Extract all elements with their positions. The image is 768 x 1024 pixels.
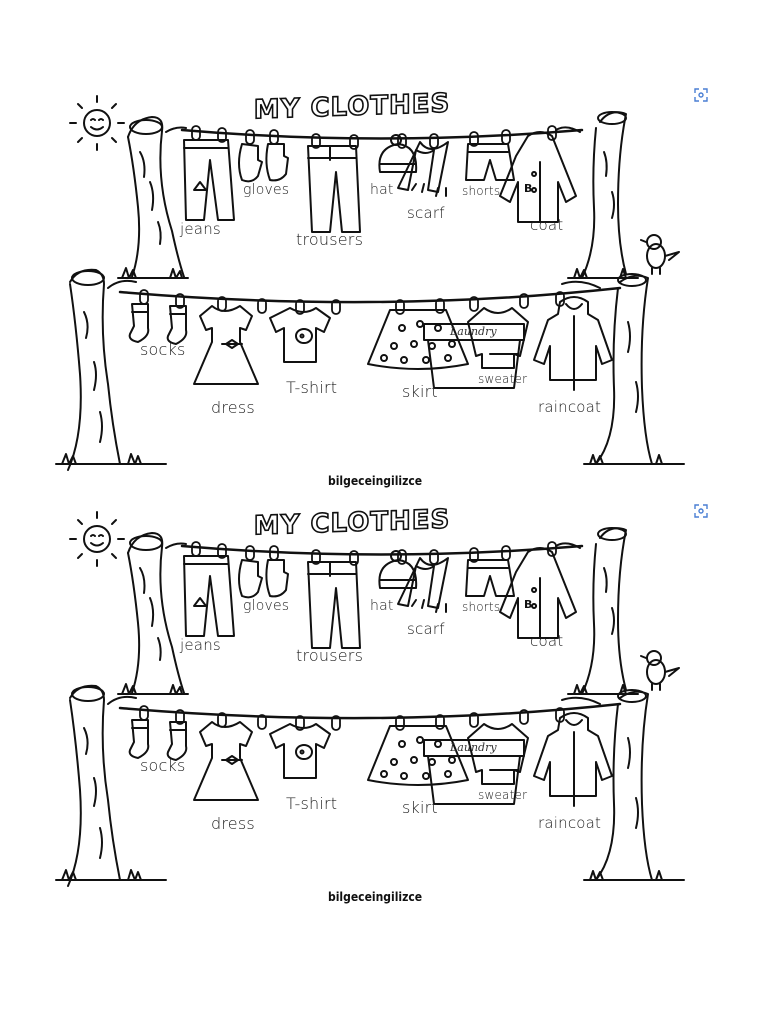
worksheet-1: B (0, 0, 768, 488)
raincoat-drawing (533, 296, 613, 391)
tree-upper-right (555, 111, 639, 279)
dress-drawing (193, 305, 259, 385)
credit-text: bilgeceingilizce (328, 474, 423, 488)
socks-drawing (128, 303, 188, 345)
laundry-basket (423, 323, 525, 389)
scarf-drawing (397, 557, 449, 613)
gloves-drawing (238, 143, 289, 183)
jeans-drawing (183, 139, 235, 221)
scarf-drawing (397, 141, 449, 197)
tshirt-drawing (269, 307, 331, 363)
label-scarf: scarf (407, 620, 445, 638)
label-socks: socks (140, 756, 186, 775)
label-skirt: skirt (402, 382, 438, 401)
sweater-drawing (467, 307, 529, 369)
bird-icon (640, 650, 680, 691)
label-sweater: sweater (478, 788, 528, 802)
bird-icon (640, 234, 680, 275)
credit-text: bilgeceingilizce (328, 890, 423, 904)
label-raincoat: raincoat (538, 814, 602, 832)
tree-upper-right (555, 527, 639, 695)
coat-drawing: B (499, 547, 577, 639)
trousers-drawing (307, 145, 361, 233)
raincoat-drawing (533, 712, 613, 807)
svg-text:B: B (524, 182, 532, 195)
label-coat: coat (530, 216, 564, 234)
tree-lower-right (561, 689, 685, 881)
shorts-drawing (465, 143, 515, 181)
trousers-drawing (307, 561, 361, 649)
sun-icon (69, 511, 125, 567)
coat-drawing: B (499, 131, 577, 223)
label-jeans: jeans (180, 220, 221, 238)
label-raincoat: raincoat (538, 398, 602, 416)
label-gloves: gloves (243, 182, 290, 198)
label-dress: dress (211, 398, 255, 417)
label-hat: hat (370, 598, 394, 614)
tree-lower-right (561, 273, 685, 465)
tree-lower-left (55, 684, 167, 887)
tshirt-drawing (269, 723, 331, 779)
label-gloves: gloves (243, 598, 290, 614)
worksheet-illustration: B (55, 511, 685, 887)
sweater-drawing (467, 723, 529, 785)
sun-icon (69, 95, 125, 151)
label-jeans: jeans (180, 636, 221, 654)
label-coat: coat (530, 632, 564, 650)
expand-icon[interactable] (694, 88, 708, 102)
label-trousers: trousers (296, 230, 364, 249)
tree-upper-left (117, 116, 189, 279)
label-tshirt: T-shirt (286, 794, 338, 813)
label-scarf: scarf (407, 204, 445, 222)
label-shorts: shorts (462, 184, 501, 198)
label-hat: hat (370, 182, 394, 198)
clothespins-upper (191, 541, 557, 566)
worksheet-2: B (0, 416, 768, 904)
label-trousers: trousers (296, 646, 364, 665)
expand-icon[interactable] (694, 504, 708, 518)
label-dress: dress (211, 814, 255, 833)
laundry-basket (423, 739, 525, 805)
gloves-drawing (238, 559, 289, 599)
worksheet-illustration: B (55, 95, 685, 471)
label-laundry: Laundry (450, 741, 497, 754)
jeans-drawing (183, 555, 235, 637)
tree-upper-left (117, 532, 189, 695)
shorts-drawing (465, 559, 515, 597)
label-shorts: shorts (462, 600, 501, 614)
svg-text:B: B (524, 598, 532, 611)
label-laundry: Laundry (450, 325, 497, 338)
socks-drawing (128, 719, 188, 761)
label-socks: socks (140, 340, 186, 359)
label-sweater: sweater (478, 372, 528, 386)
label-tshirt: T-shirt (286, 378, 338, 397)
dress-drawing (193, 721, 259, 801)
label-skirt: skirt (402, 798, 438, 817)
tree-lower-left (55, 268, 167, 471)
